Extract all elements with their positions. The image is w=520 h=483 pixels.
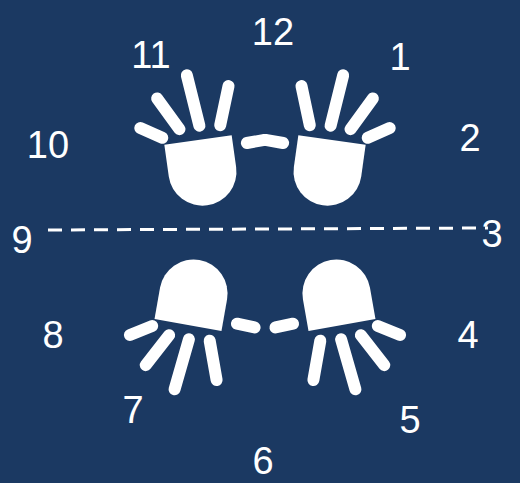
clock-number: 6: [252, 442, 273, 480]
clock-number: 5: [399, 401, 420, 439]
clock-number: 4: [457, 316, 478, 354]
lower-right-hand: [259, 249, 417, 409]
clock-number: 7: [122, 391, 143, 429]
clock-number: 1: [389, 38, 410, 76]
upper-right-hand: [251, 58, 405, 214]
clock-number: 12: [252, 13, 294, 51]
clock-number: 2: [459, 119, 480, 157]
clock-number: 9: [11, 221, 32, 259]
clock-number: 3: [481, 215, 502, 253]
lower-left-hand: [113, 249, 271, 409]
clock-number: 11: [131, 36, 170, 74]
clock-number: 10: [27, 126, 69, 164]
dashed-divider: [48, 228, 488, 230]
clock-number: 8: [42, 316, 63, 354]
upper-left-hand: [125, 58, 279, 214]
